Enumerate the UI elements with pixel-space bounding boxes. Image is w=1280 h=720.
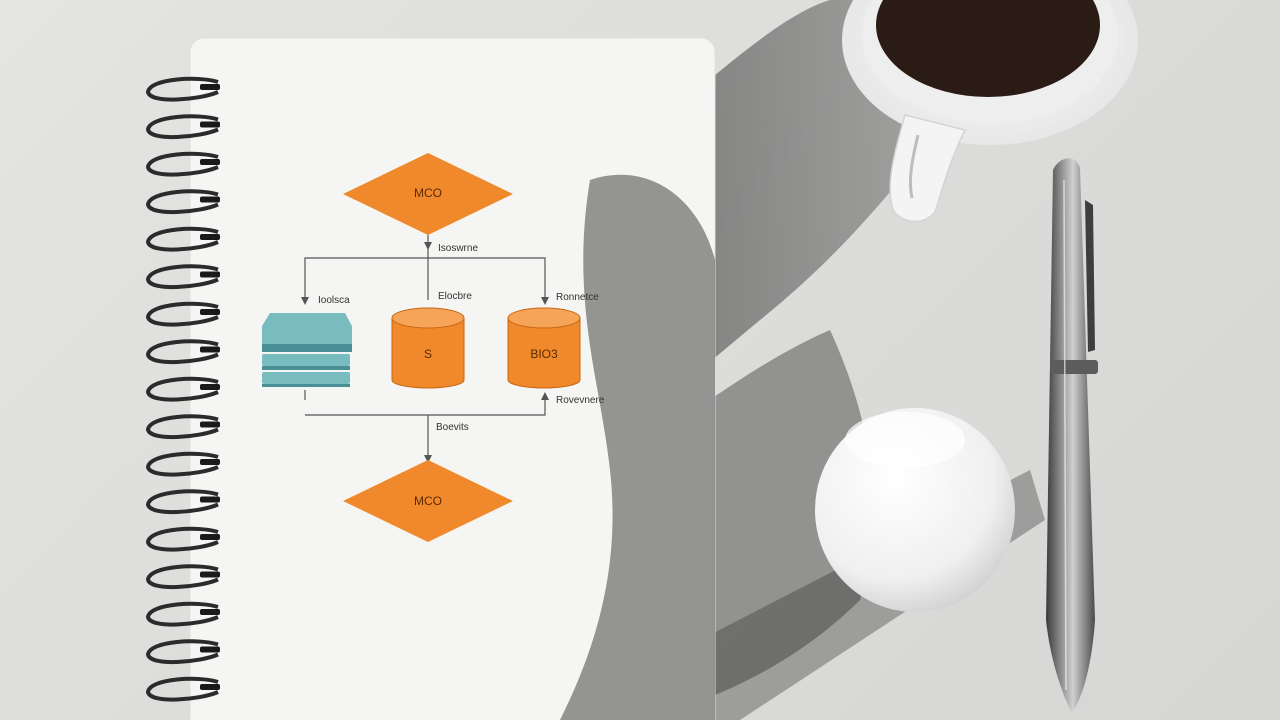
spiral-ring: [145, 264, 219, 289]
spiral-hole: [200, 309, 220, 315]
spiral-hole: [200, 421, 220, 428]
coffee-cup: [842, 0, 1138, 223]
spiral-hole: [200, 646, 220, 653]
spiral-ring: [145, 639, 219, 664]
merge-label: Boevits: [436, 422, 469, 433]
spiral-ring: [145, 376, 219, 402]
middle-db-label: S: [423, 347, 432, 361]
spiral-hole: [200, 384, 220, 390]
spiral-hole: [200, 609, 220, 615]
spiral-ring: [145, 601, 219, 627]
spiral-hole: [200, 84, 220, 90]
top-decision-diamond: [343, 153, 513, 235]
spiral-ring: [145, 564, 219, 589]
spiral-ring: [145, 301, 219, 327]
spiral-hole: [200, 496, 220, 503]
spiral-hole: [200, 234, 220, 240]
spiral-hole: [200, 159, 220, 165]
middle-database-cylinder: [391, 307, 465, 389]
spiral-ring: [145, 339, 219, 364]
stacked-layers-icon: [262, 313, 352, 387]
top-node-label: MCO: [414, 186, 442, 200]
spiral-ring: [145, 451, 219, 477]
spiral-ring: [145, 414, 219, 439]
spiral-ring: [145, 189, 219, 214]
spiral-ring: [145, 226, 219, 252]
bottom-decision-diamond: [343, 460, 513, 542]
spiral-hole: [200, 121, 220, 128]
spiral-hole: [200, 271, 220, 278]
merge-right-label: Rovevnere: [556, 395, 605, 406]
spiral-binding: [145, 76, 220, 702]
spiral-hole: [200, 571, 220, 578]
middle-branch-label: Elocbre: [438, 291, 472, 302]
flow-diagram: [262, 153, 581, 542]
spiral-hole: [200, 346, 220, 353]
spiral-ring: [145, 76, 219, 102]
spiral-ring: [145, 489, 219, 514]
spiral-ring: [145, 151, 219, 177]
spiral-ring: [145, 114, 219, 139]
branch-label: Isoswrne: [438, 243, 479, 254]
right-branch-label: Ronnetce: [556, 292, 599, 303]
right-database-cylinder: [507, 307, 581, 389]
spiral-ring: [145, 676, 219, 702]
left-branch-label: Ioolsca: [318, 295, 350, 306]
pen: [1046, 158, 1098, 713]
spiral-hole: [200, 196, 220, 203]
spiral-hole: [200, 684, 220, 690]
spiral-hole: [200, 534, 220, 540]
right-db-label: BIO3: [530, 347, 558, 361]
bottom-node-label: MCO: [414, 494, 442, 508]
spiral-hole: [200, 459, 220, 465]
white-ball: [815, 408, 1015, 612]
spiral-ring: [145, 526, 219, 552]
